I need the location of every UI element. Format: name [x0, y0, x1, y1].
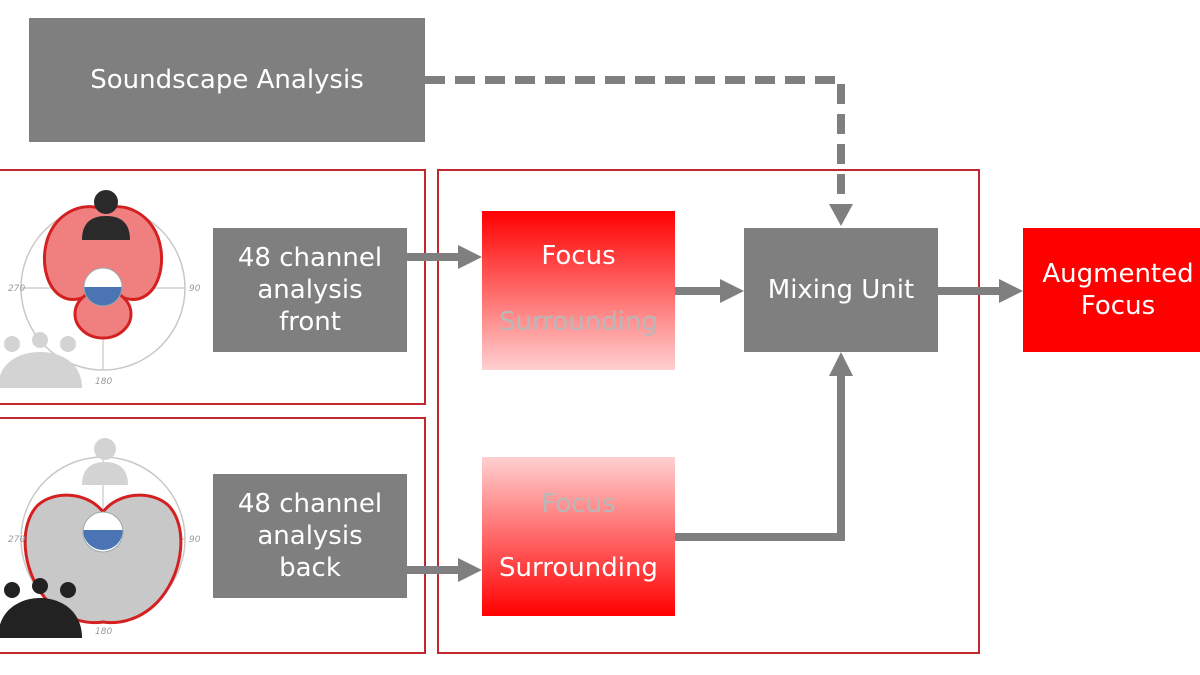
analysis-front-line: analysis	[257, 275, 363, 305]
focus-front-label: Focus	[541, 241, 616, 271]
surrounding-back-label: Surrounding	[499, 553, 658, 583]
dashed-arrow-soundscape-to-mixing	[425, 76, 853, 226]
analysis-front-box: 48 channel analysis front	[213, 228, 407, 352]
mixing-unit-label: Mixing Unit	[767, 275, 915, 305]
polar-back-label-180: 180	[95, 627, 112, 637]
focus-back-label: Focus	[541, 489, 616, 519]
polar-front-label-90: 90	[189, 284, 201, 294]
front-panel-frame	[0, 169, 426, 405]
soundscape-analysis-box: Soundscape Analysis	[29, 18, 425, 142]
polar-back-label-270: 270	[8, 535, 25, 545]
analysis-back-box: 48 channel analysis back	[213, 474, 407, 598]
arrow-back-to-surrounding	[407, 558, 482, 582]
arrow-mixing-to-output	[938, 279, 1023, 303]
back-panel-frame	[0, 417, 426, 654]
arrow-focus-to-mixing	[675, 279, 744, 303]
augmented-focus-box: Augmented Focus	[1023, 228, 1200, 352]
polar-front-label-270: 270	[8, 284, 25, 294]
arrow-front-to-focus	[407, 245, 482, 269]
polar-pattern-front: 270 90 180	[0, 190, 201, 388]
augmented-focus-line: Augmented	[1042, 259, 1194, 289]
soundscape-analysis-label: Soundscape Analysis	[90, 65, 364, 95]
arrow-surrounding-to-mixing	[675, 352, 853, 541]
augmented-focus-line: Focus	[1080, 291, 1156, 321]
analysis-back-line: 48 channel	[237, 489, 383, 519]
polar-front-label-180: 180	[95, 377, 112, 387]
analysis-front-line: front	[279, 307, 341, 337]
surrounding-front-label: Surrounding	[499, 307, 658, 337]
analysis-back-line: back	[279, 553, 341, 583]
analysis-back-line: analysis	[257, 521, 363, 551]
processing-frame	[437, 169, 980, 654]
polar-back-label-90: 90	[189, 535, 201, 545]
polar-pattern-back: 270 90 180	[0, 438, 201, 638]
focus-surrounding-front-box: Focus Surrounding	[482, 211, 675, 370]
mixing-unit-box: Mixing Unit	[744, 228, 938, 352]
analysis-front-line: 48 channel	[237, 243, 383, 273]
focus-surrounding-back-box: Focus Surrounding	[482, 457, 675, 616]
